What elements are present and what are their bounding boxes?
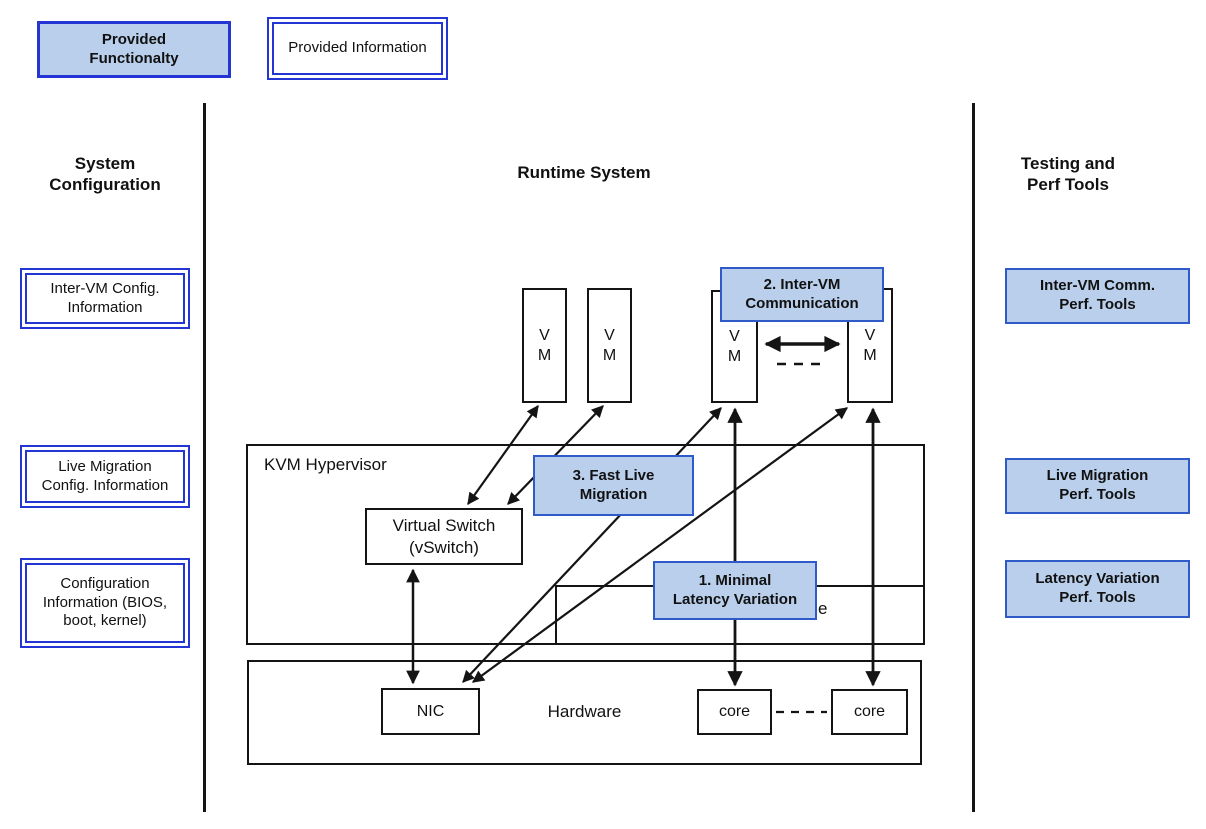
vm-2: V M: [587, 288, 632, 403]
column-header-testing-perf-tools: Testing and Perf Tools: [1020, 153, 1116, 194]
right-column-divider: [972, 103, 975, 812]
config-box-inter-vm: Inter-VM Config. Information: [20, 268, 190, 329]
core-2: core: [831, 689, 908, 735]
config-box-live-migration: Live Migration Config. Information: [20, 445, 190, 508]
virtual-switch-box: Virtual Switch (vSwitch): [365, 508, 523, 565]
nic-box: NIC: [381, 688, 480, 735]
legend-provided-information-label: Provided Information: [272, 22, 443, 75]
hardware-box: Hardware: [247, 660, 922, 765]
kvm-inner-box-partial-label: e: [818, 599, 828, 618]
perf-box-inter-vm-comm: Inter-VM Comm. Perf. Tools: [1005, 268, 1190, 324]
kvm-hypervisor-label: KVM Hypervisor: [264, 455, 387, 474]
functionality-box-minimal-latency-variation: 1. Minimal Latency Variation: [653, 561, 817, 620]
legend-provided-functionality: Provided Functionalty: [37, 21, 231, 78]
config-box-bios-boot-kernel-label: Configuration Information (BIOS, boot, k…: [25, 563, 185, 643]
vm-1: V M: [522, 288, 567, 403]
functionality-box-fast-live-migration: 3. Fast Live Migration: [533, 455, 694, 516]
left-column-divider: [203, 103, 206, 812]
legend-provided-information: Provided Information: [267, 17, 448, 80]
config-box-inter-vm-label: Inter-VM Config. Information: [25, 273, 185, 324]
functionality-box-inter-vm-communication: 2. Inter-VM Communication: [720, 267, 884, 322]
hardware-label: Hardware: [547, 702, 622, 721]
column-header-runtime-system: Runtime System: [517, 163, 651, 183]
perf-box-latency-variation: Latency Variation Perf. Tools: [1005, 560, 1190, 618]
perf-box-live-migration: Live Migration Perf. Tools: [1005, 458, 1190, 514]
config-box-bios-boot-kernel: Configuration Information (BIOS, boot, k…: [20, 558, 190, 648]
core-1: core: [697, 689, 772, 735]
config-box-live-migration-label: Live Migration Config. Information: [25, 450, 185, 503]
column-header-system-configuration: System Configuration: [49, 153, 161, 194]
